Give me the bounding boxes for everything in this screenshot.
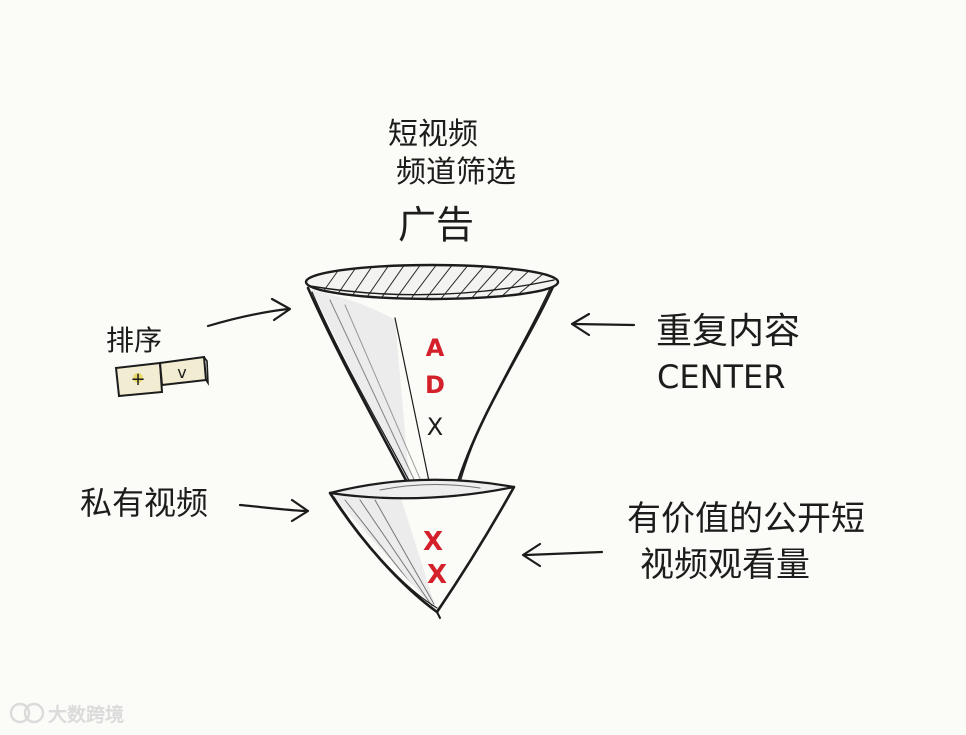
watermark-logo: 大数跨境 bbox=[9, 702, 124, 726]
label-ads: 广告 bbox=[398, 203, 474, 247]
label-duplicate-content: 重复内容 bbox=[656, 311, 800, 352]
lower-cup bbox=[328, 478, 516, 619]
label-center: CENTER bbox=[657, 358, 786, 396]
sort-boxes: + v bbox=[114, 355, 209, 398]
upper-funnel bbox=[304, 263, 560, 496]
arrow-private-to-cup bbox=[238, 498, 310, 523]
label-channel-filter: 频道筛选 bbox=[396, 155, 516, 190]
arrow-views-to-cup bbox=[521, 542, 604, 568]
funnel-letter-x: X bbox=[427, 413, 443, 441]
watermark-text: 大数跨境 bbox=[48, 703, 124, 726]
label-private-video: 私有视频 bbox=[80, 484, 208, 522]
label-sort: 排序 bbox=[106, 324, 162, 357]
sort-box-plus: + bbox=[130, 369, 145, 390]
arrow-sort-to-funnel bbox=[206, 297, 292, 328]
label-video-views: 视频观看量 bbox=[640, 545, 810, 585]
label-short-video: 短视频 bbox=[388, 117, 478, 152]
label-valuable-public-short: 有价值的公开短 bbox=[627, 499, 865, 539]
sort-box-v: v bbox=[177, 363, 186, 382]
arrow-duplicate-to-funnel bbox=[570, 312, 636, 337]
funnel-letter-d: D bbox=[425, 371, 445, 399]
cup-letter-x-1: X bbox=[423, 527, 443, 557]
cup-letter-x-2: X bbox=[427, 560, 447, 590]
funnel-letter-a: A bbox=[426, 334, 445, 362]
